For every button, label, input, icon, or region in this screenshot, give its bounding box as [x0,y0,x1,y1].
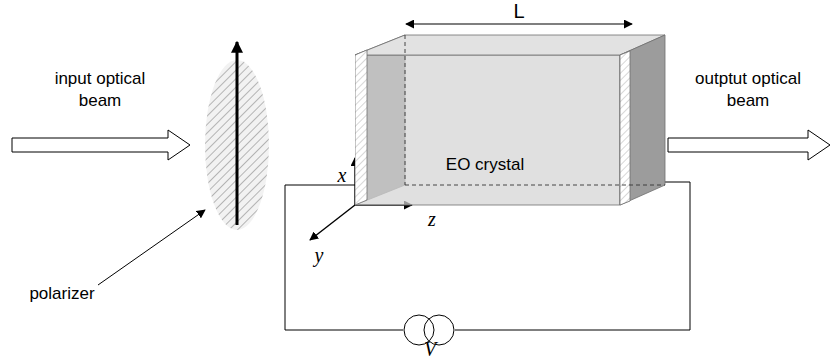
axis-label: z [428,208,436,230]
crystal-label: EO crystal [446,155,524,175]
electrode [355,50,367,205]
axis-label: x [338,164,347,186]
axis-label: y [315,244,324,266]
crystal-box: EO crystal [355,33,667,208]
crystal-top-face [355,35,665,55]
hidden-edge [405,35,406,185]
crystal-front-face [355,55,620,205]
wire [285,185,403,330]
hidden-edge [405,185,665,186]
dimension-label: L [513,0,524,22]
length-dimension [406,23,632,24]
part-name: polarizer [29,283,94,305]
polarizer-leader [98,210,205,285]
output-beam-arrow [668,130,830,160]
electrode [620,51,630,205]
crystal-end-face [620,35,665,205]
crystal-shape [355,33,667,208]
beam-label: outptut optical beam [681,68,815,112]
beam-label: input optical beam [39,68,161,112]
y-axis [310,205,355,240]
polarization-arrow [236,42,239,225]
input-beam-arrow [12,130,190,160]
source-label: V [424,338,436,360]
